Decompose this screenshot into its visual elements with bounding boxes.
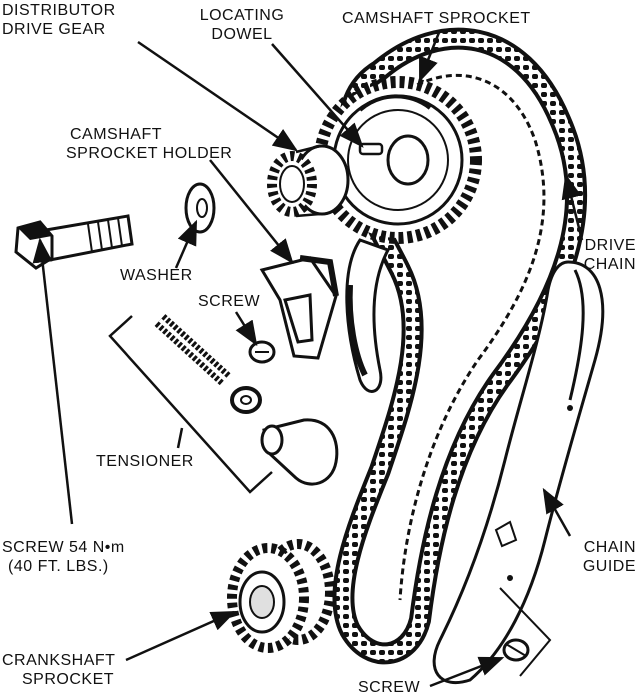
label-line: SPROCKET [22, 671, 115, 688]
label-line: TENSIONER [96, 453, 194, 470]
label-chain-guide: CHAIN GUIDE [560, 538, 636, 576]
guide-screw [499, 587, 552, 677]
label-crankshaft-sprocket: CRANKSHAFT SPROCKET [2, 651, 115, 689]
label-line: LOCATING [199, 7, 285, 24]
tensioner-bracket [108, 315, 273, 494]
label-distributor-drive-gear: DISTRIBUTOR DRIVE GEAR [2, 1, 116, 39]
tensioner-assembly [154, 314, 339, 486]
label-washer: WASHER [120, 266, 193, 285]
washer [184, 182, 216, 234]
label-drive-chain: DRIVE CHAIN [570, 236, 636, 274]
label-line: SPROCKET HOLDER [66, 145, 233, 162]
label-line: DRIVE GEAR [2, 21, 106, 38]
label-line: DRIVE [584, 237, 636, 254]
label-line: SCREW [198, 293, 261, 310]
label-line: CAMSHAFT SPROCKET [342, 10, 531, 27]
label-line: SCREW 54 N•m [2, 539, 125, 556]
label-line: DISTRIBUTOR [2, 2, 116, 19]
label-line: (40 FT. LBS.) [8, 558, 109, 575]
tensioner-arm [345, 238, 391, 393]
label-line: WASHER [120, 267, 193, 284]
crankshaft-sprocket [227, 539, 335, 653]
leader-lines [32, 29, 584, 688]
label-line: CHAIN [583, 256, 636, 273]
label-line: GUIDE [582, 558, 636, 575]
label-camshaft-sprocket-holder: CAMSHAFT SPROCKET HOLDER [66, 125, 232, 163]
label-screw-holder: SCREW [198, 292, 260, 311]
label-line: DOWEL [211, 26, 273, 43]
label-line: CAMSHAFT [70, 126, 162, 143]
camshaft-sprocket-holder [259, 255, 339, 360]
label-screw-54: SCREW 54 N•m (40 FT. LBS.) [2, 538, 125, 576]
locating-dowel [358, 142, 384, 156]
camshaft-screw [14, 214, 134, 270]
label-line: SCREW [358, 679, 421, 696]
holder-screw [248, 340, 276, 364]
label-tensioner: TENSIONER [96, 452, 194, 471]
label-screw-bottom: SCREW [358, 678, 420, 697]
label-line: CRANKSHAFT [2, 652, 116, 669]
distributor-drive-gear [267, 144, 350, 218]
label-camshaft-sprocket: CAMSHAFT SPROCKET [342, 9, 531, 28]
label-line: CHAIN [583, 539, 636, 556]
label-locating-dowel: LOCATING DOWEL [192, 6, 292, 44]
camshaft-sprocket [314, 76, 482, 244]
